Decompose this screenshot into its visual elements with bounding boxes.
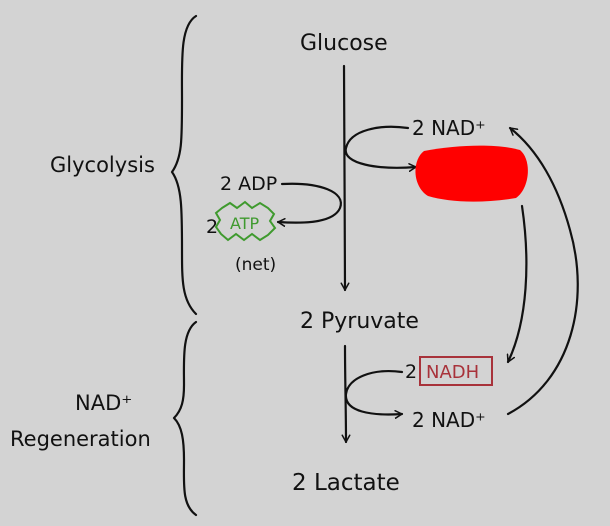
glucose-to-pyruvate-arrow xyxy=(340,64,350,292)
adp-label: 2 ADP xyxy=(220,173,277,195)
atp-count: 2 xyxy=(206,216,218,238)
nadh-box xyxy=(419,356,493,386)
nad-top-label: 2 NAD⁺ xyxy=(412,116,486,140)
nad-to-nadh-arrow xyxy=(344,125,418,173)
pyruvate-to-lactate-arrow xyxy=(341,344,351,444)
nad-return-arrow xyxy=(506,126,579,416)
adp-to-atp-arrow xyxy=(276,182,342,227)
atp-label: ATP xyxy=(230,214,259,233)
pyruvate-label: 2 Pyruvate xyxy=(300,309,419,334)
glycolysis-brace xyxy=(170,14,198,316)
net-label: (net) xyxy=(235,255,276,275)
redacted-blob xyxy=(415,145,528,202)
nad-regeneration-label-line1: NAD⁺ xyxy=(75,391,132,415)
glucose-label: Glucose xyxy=(300,31,388,56)
nadh-to-nad-arrow xyxy=(344,370,404,419)
lactate-label: 2 Lactate xyxy=(292,470,400,496)
atp-starburst-icon xyxy=(214,200,277,242)
nad-bottom-label: 2 NAD⁺ xyxy=(412,408,486,432)
to-nadh-arrow xyxy=(506,204,528,364)
nadh-label: NADH xyxy=(426,362,479,383)
nad-regeneration-label-line2: Regeneration xyxy=(10,427,151,451)
glycolysis-label: Glycolysis xyxy=(50,153,155,177)
nadh-count: 2 xyxy=(405,361,417,383)
nad-regeneration-brace xyxy=(172,320,198,517)
